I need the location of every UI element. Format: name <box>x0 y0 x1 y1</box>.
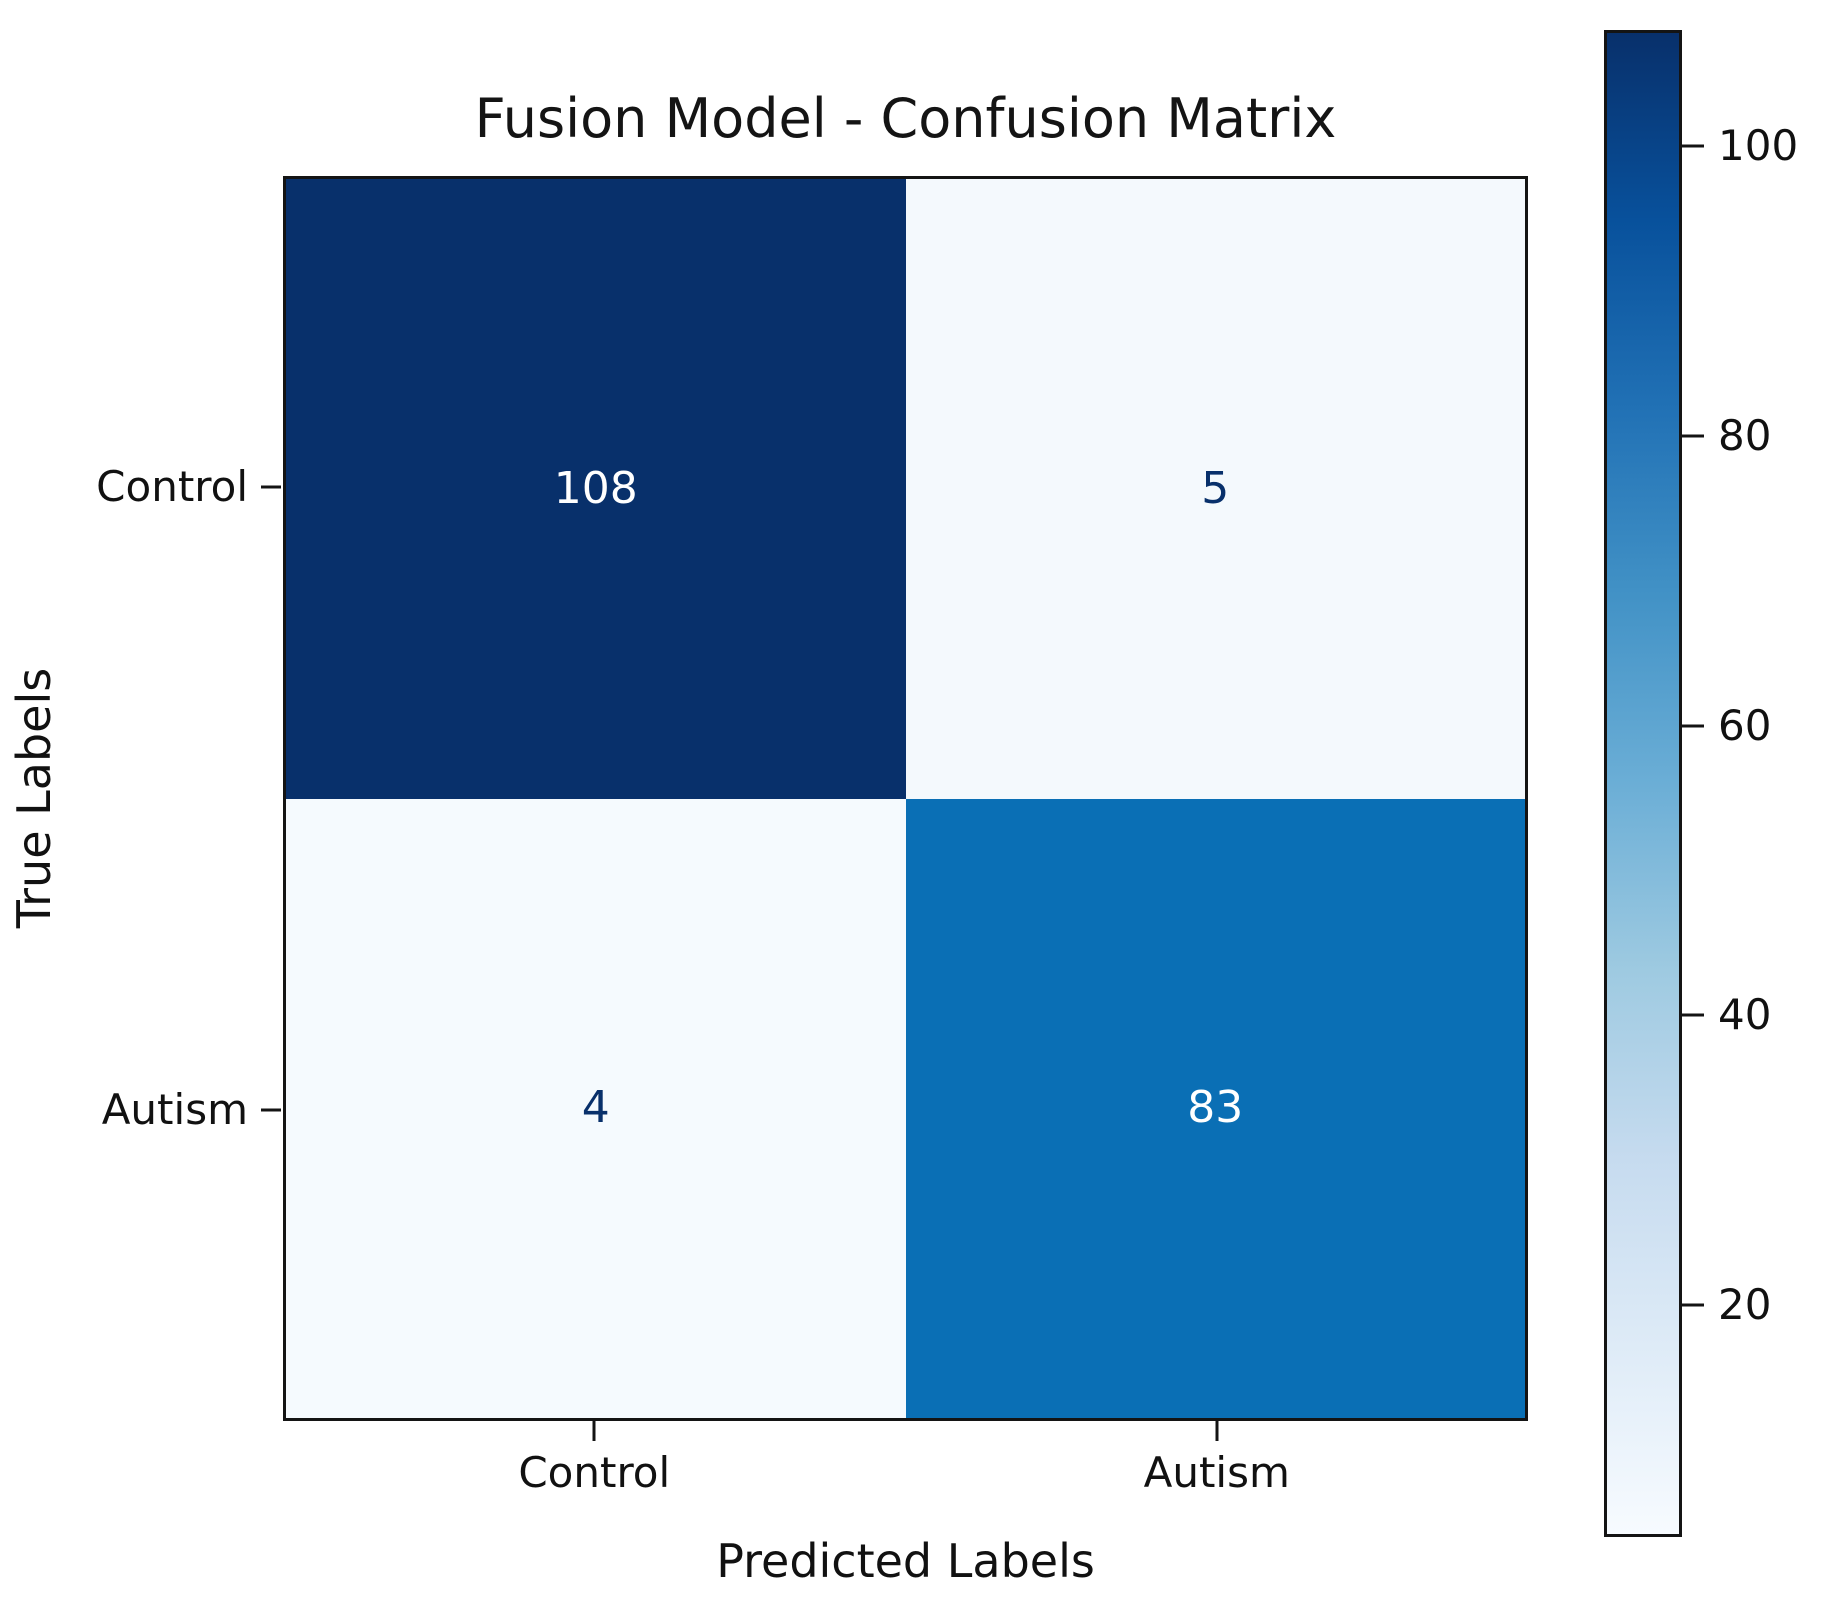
y-tick-label-autism: Autism <box>101 1084 248 1134</box>
matrix-cell-control-control: 108 <box>286 179 906 799</box>
matrix-cell-autism-control: 4 <box>286 798 906 1418</box>
matrix-cell-value: 83 <box>1187 1082 1244 1134</box>
y-tick-mark <box>261 485 281 489</box>
colorbar-tick-label-20: 20 <box>1718 1280 1772 1330</box>
matrix-cell-autism-autism: 83 <box>905 798 1525 1418</box>
matrix-cell-value: 108 <box>553 462 638 514</box>
colorbar <box>1604 30 1682 1537</box>
x-tick-mark <box>1215 1421 1219 1441</box>
heatmap-plot-area: 108 5 4 83 <box>283 176 1528 1421</box>
matrix-cell-value: 5 <box>1201 462 1230 514</box>
colorbar-tick-mark <box>1682 724 1704 728</box>
matrix-cell-value: 4 <box>581 1082 610 1134</box>
x-tick-label-control: Control <box>518 1448 671 1497</box>
colorbar-tick-mark <box>1682 1013 1704 1017</box>
colorbar-tick-mark <box>1682 1303 1704 1307</box>
y-tick-mark <box>261 1108 281 1112</box>
chart-title: Fusion Model - Confusion Matrix <box>474 87 1337 150</box>
colorbar-tick-label-100: 100 <box>1718 120 1799 170</box>
x-tick-mark <box>592 1421 596 1441</box>
colorbar-tick-mark <box>1682 434 1704 438</box>
y-tick-label-control: Control <box>96 462 248 512</box>
colorbar-tick-label-60: 60 <box>1718 700 1772 750</box>
colorbar-tick-label-40: 40 <box>1718 990 1772 1040</box>
x-axis-label: Predicted Labels <box>716 1534 1095 1588</box>
colorbar-tick-mark <box>1682 144 1704 148</box>
x-tick-label-autism: Autism <box>1143 1448 1290 1497</box>
matrix-cell-control-autism: 5 <box>905 179 1525 799</box>
y-axis-label: True Labels <box>7 667 61 929</box>
colorbar-tick-label-80: 80 <box>1718 410 1772 460</box>
